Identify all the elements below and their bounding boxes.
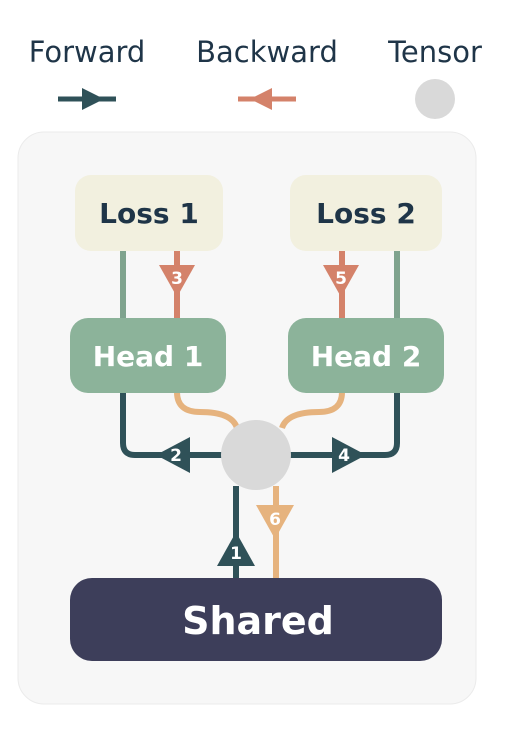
backward-arrow-icon <box>238 88 296 110</box>
legend-forward-label: Forward <box>29 35 146 69</box>
step-2-label: 2 <box>170 446 182 466</box>
diagram-panel <box>17 131 477 705</box>
step-4-label: 4 <box>338 446 350 466</box>
head2-node: Head 2 <box>288 318 444 393</box>
step-6-arrow: 6 <box>256 505 294 539</box>
head1-label: Head 1 <box>93 340 204 373</box>
shared-node: Shared <box>70 578 442 661</box>
loss2-label: Loss 2 <box>316 197 416 230</box>
step-5-label: 5 <box>335 269 347 289</box>
legend-tensor-label: Tensor <box>387 35 482 69</box>
head1-node: Head 1 <box>70 318 226 393</box>
step-1-arrow: 1 <box>217 532 255 566</box>
forward-arrow-icon <box>58 88 116 110</box>
loss1-label: Loss 1 <box>99 197 199 230</box>
shared-label: Shared <box>182 599 334 643</box>
step-3-label: 3 <box>171 269 183 289</box>
head1-forward-path <box>120 392 222 458</box>
head2-forward-path <box>290 392 400 458</box>
legend: Forward Backward Tensor <box>29 35 482 119</box>
head2-backward-curve <box>279 391 345 430</box>
loss2-node: Loss 2 <box>290 175 442 251</box>
head2-label: Head 2 <box>311 340 422 373</box>
tensor-circle-icon <box>415 79 455 119</box>
loss1-node: Loss 1 <box>75 175 223 251</box>
legend-backward-label: Backward <box>196 35 338 69</box>
step-2-arrow: 2 <box>156 437 190 473</box>
head1-backward-curve <box>174 391 240 430</box>
step-3-arrow: 3 <box>159 265 195 297</box>
tensor-node <box>221 420 291 490</box>
step-6-label: 6 <box>269 510 281 530</box>
step-1-label: 1 <box>230 544 242 564</box>
step-4-arrow: 4 <box>332 437 366 473</box>
step-5-arrow: 5 <box>323 265 359 297</box>
